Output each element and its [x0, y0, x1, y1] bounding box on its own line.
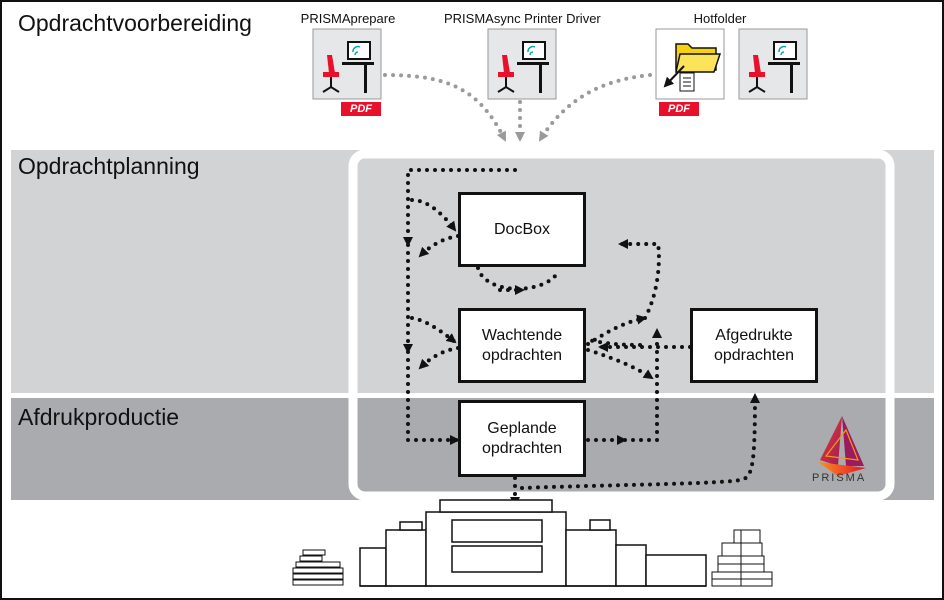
printer-icon [359, 499, 707, 587]
prisma-panel [348, 149, 895, 501]
flow-prepare-to-planning [383, 73, 507, 142]
waiting-jobs-box: Wachtende opdrachten [458, 308, 586, 383]
waiting-jobs-label-line1: Wachtende [481, 326, 563, 344]
source-label-prepare: PRISMAprepare [300, 11, 396, 26]
planned-jobs-label-line1: Geplande [487, 419, 557, 437]
planned-jobs-label-line2: opdrachten [481, 439, 563, 457]
workstation-icon [738, 28, 808, 100]
docbox-loop [476, 266, 560, 291]
prisma-logo-text: PRISMA [812, 472, 867, 484]
section-title-production: Afdrukproductie [18, 404, 180, 430]
workstation-icon [312, 28, 382, 100]
printed-jobs-label-line2: opdrachten [713, 346, 795, 364]
docbox-label: DocBox [493, 220, 551, 238]
internal-flows [403, 168, 760, 507]
flow-to-planned [406, 350, 460, 445]
source-label-hotfolder: Hotfolder [693, 11, 747, 26]
workstation-icon [487, 28, 557, 100]
flow-to-docbox-right [618, 239, 661, 320]
source-label-driver: PRISMAsync Printer Driver [444, 11, 601, 26]
pdf-badge: PDF [659, 102, 699, 116]
section-title-planning: Opdrachtplanning [18, 153, 200, 179]
flow-hotfolder-to-planning [538, 73, 652, 142]
section-title-preparation: Opdrachtvoorbereiding [18, 10, 252, 36]
flow-to-waiting [410, 316, 457, 344]
paper-stack-icon [292, 549, 344, 586]
paper-stack-icon [711, 529, 773, 587]
flow-to-docbox [410, 198, 457, 232]
incoming-flows [383, 73, 652, 142]
waiting-jobs-label-line2: opdrachten [481, 346, 563, 364]
flow-printer-to-printed [520, 393, 760, 490]
printed-jobs-label-line1: Afgedrukte [715, 326, 793, 344]
prisma-logo-icon [818, 416, 866, 476]
flow-from-waiting [418, 346, 460, 370]
printed-jobs-box: Afgedrukte opdrachten [690, 308, 818, 383]
pdf-badge: PDF [341, 102, 381, 116]
flow-from-docbox [418, 234, 460, 258]
planned-jobs-box: Geplande opdrachten [458, 400, 586, 477]
folder-icon [655, 28, 725, 100]
docbox-box: DocBox [458, 192, 586, 267]
